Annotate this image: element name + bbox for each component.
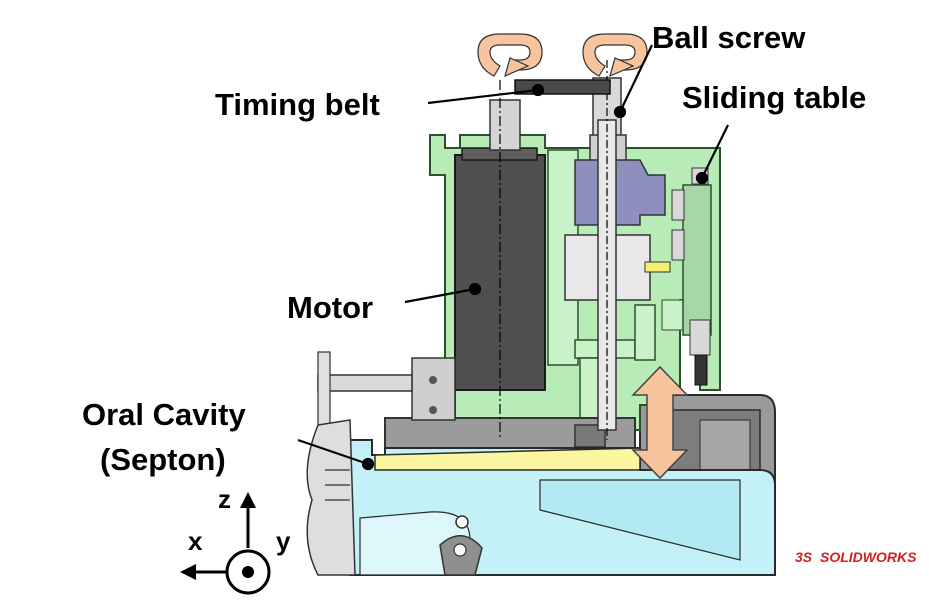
rotation-arrow-left-icon — [477, 33, 543, 78]
jaw-parts — [306, 419, 356, 576]
label-motor: Motor — [287, 290, 373, 325]
coordinate-axes: z x y — [180, 484, 291, 595]
label-oral-cavity: Oral Cavity — [82, 397, 246, 432]
label-ball-screw: Ball screw — [652, 20, 806, 55]
leader-lines — [297, 44, 729, 471]
motor — [454, 80, 546, 440]
label-timing-belt: Timing belt — [215, 87, 380, 122]
label-sliding-table: Sliding table — [682, 80, 866, 115]
axis-label-y: y — [276, 526, 291, 556]
oral-cavity — [349, 439, 776, 576]
rotation-arrow-right-icon — [582, 33, 648, 78]
solidworks-3s-mark: 3S — [795, 549, 813, 565]
sliding-table — [671, 167, 712, 386]
axis-label-z: z — [218, 484, 231, 514]
vertical-motion-arrow-icon — [631, 365, 689, 480]
ball-screw — [564, 60, 671, 440]
axis-label-x: x — [188, 526, 203, 556]
solidworks-wordmark: SOLIDWORKS — [820, 549, 917, 565]
solidworks-logo: 3S SOLIDWORKS — [795, 549, 917, 565]
left-bracket — [317, 351, 456, 433]
label-septon: (Septon) — [100, 442, 226, 477]
